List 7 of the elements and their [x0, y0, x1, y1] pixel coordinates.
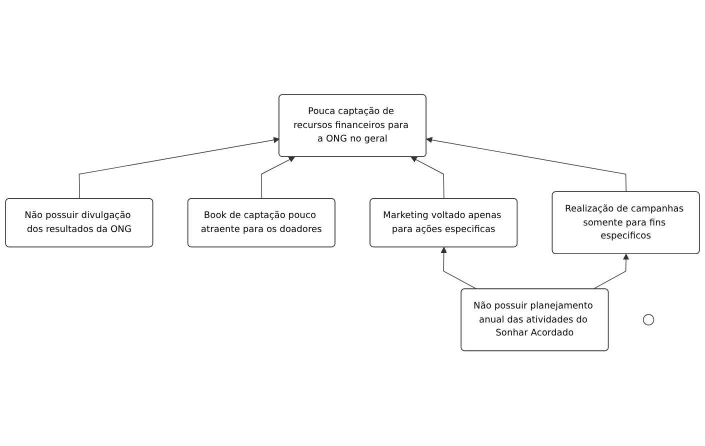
arrow: [78, 137, 280, 200]
arrow: [440, 247, 478, 290]
arrow: [410, 157, 444, 200]
arrow: [592, 254, 630, 290]
node-ellipse: [642, 314, 654, 326]
arrow: [261, 157, 295, 200]
arrow: [426, 137, 626, 193]
